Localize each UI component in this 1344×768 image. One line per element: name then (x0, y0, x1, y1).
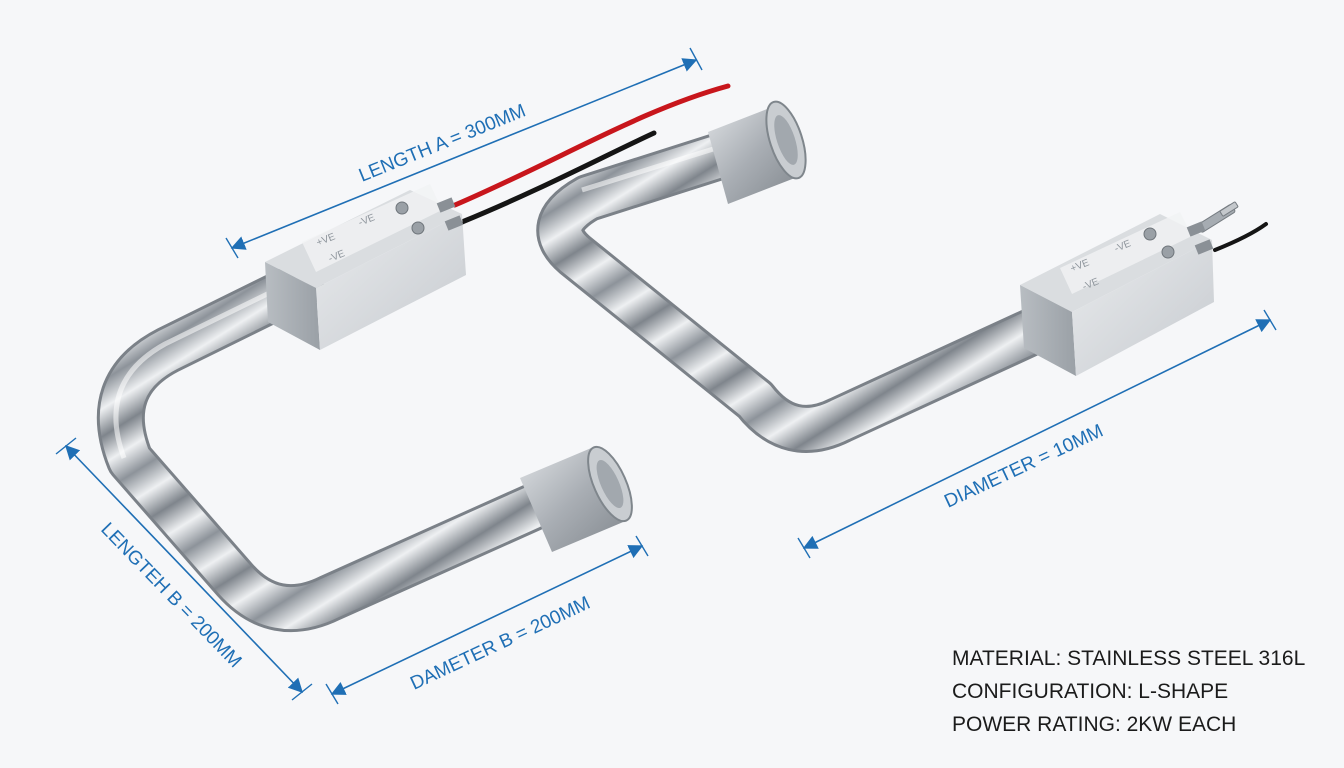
dimension-label-diameter: DIAMETER = 10MM (941, 421, 1106, 513)
spec-material: MATERIAL: STAINLESS STEEL 316L (952, 647, 1306, 670)
spec-power-rating: POWER RATING: 2KW EACH (952, 713, 1237, 736)
left-end-cap (520, 445, 633, 552)
spec-configuration: CONFIGURATION: L-SHAPE (952, 680, 1229, 703)
spec-list: MATERIAL: STAINLESS STEEL 316L CONFIGURA… (952, 642, 1305, 741)
right-black-wire (1213, 222, 1268, 252)
dimension-label-length-a: LENGTH A = 300MM (356, 101, 529, 187)
dimension-length-a: LENGTH A = 300MM (225, 47, 703, 259)
left-terminal-screw-2 (411, 221, 425, 235)
right-terminal-box: +VE -VE -VE (1020, 212, 1214, 376)
dimension-label-diameter-b: DAMETER B = 200MM (407, 593, 593, 695)
right-terminal-screw-1 (1143, 227, 1157, 241)
right-terminal-screw-2 (1161, 245, 1175, 259)
right-heater-element: +VE -VE -VE (536, 100, 1268, 453)
right-end-cap (708, 100, 807, 204)
dimension-length-b: LENGTEH B = 200MM (55, 437, 313, 701)
left-terminal-box: +VE -VE -VE (265, 184, 466, 350)
left-terminal-screw-1 (395, 201, 409, 215)
